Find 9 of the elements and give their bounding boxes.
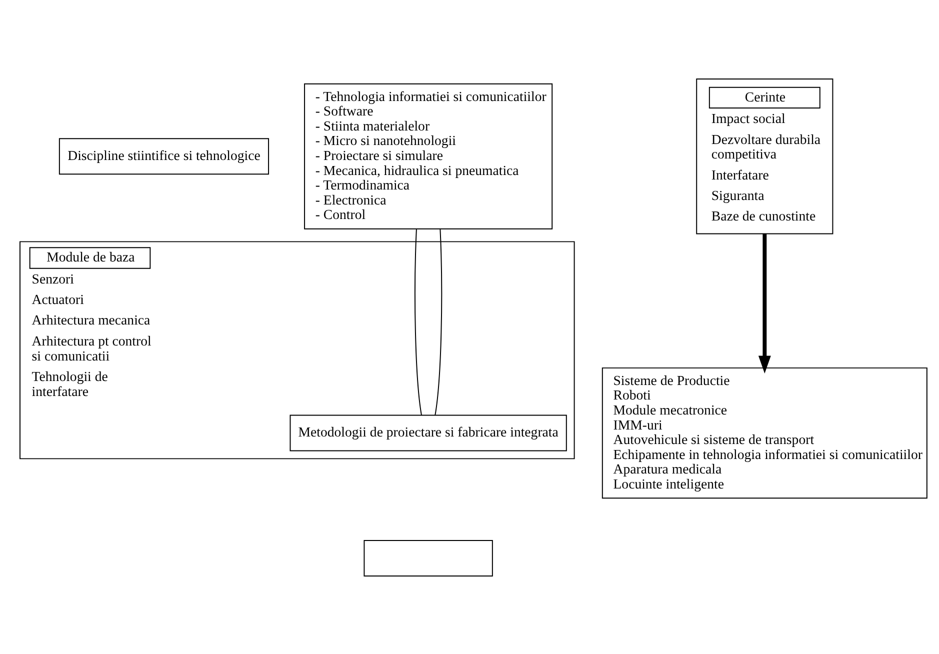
node-box: [364, 540, 493, 576]
node-box: Cerinte Impact social Dezvoltare durabila competitiva Interfatare Siguranta Baze de cunostinte: [696, 78, 834, 234]
connector: [414, 228, 422, 416]
node-box: - Tehnologia informatiei si comunicatiilor - Software - Stiinta materialelor - Micro si nanotehnologii - Proiectare si simulare - Mecanica, hidraulica si pneumatica - Termodinamica - Electronica - Control: [304, 82, 553, 229]
node-box: Metodologii de proiectare si fabricare integrata: [290, 414, 567, 451]
node-box: Discipline stiintifice si tehnologice: [58, 138, 270, 174]
node-box: Sisteme de Productie Roboti Module mecatronice IMM-uri Autovehicule si sisteme de transport Echipamente in tehnologia informatiei si comunicatiilor Aparatura medicala Locuinte inteligente: [602, 366, 928, 498]
connector: [434, 228, 442, 416]
arrow: [758, 233, 771, 374]
